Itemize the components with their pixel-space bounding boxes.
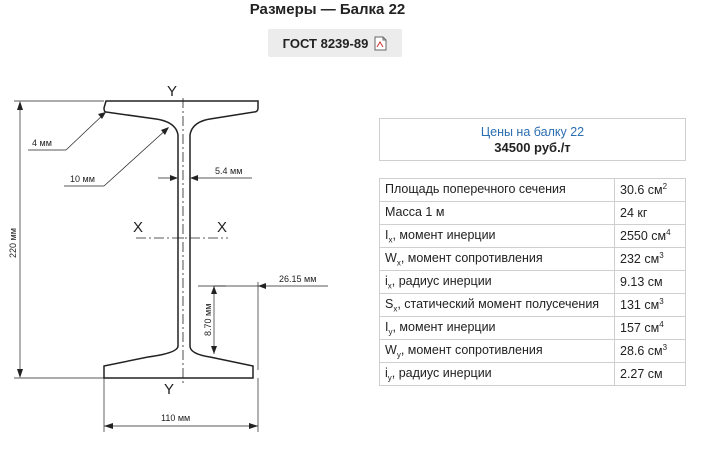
- leader-10mm-arrow: [161, 127, 169, 135]
- document-icon: [374, 36, 387, 50]
- property-value: 157 см4: [614, 316, 686, 340]
- property-name: Масса 1 м: [379, 201, 615, 225]
- table-row: Ix, момент инерции 2550 см4: [379, 224, 686, 248]
- price-box: Цены на балку 22 34500 руб./т: [379, 118, 686, 161]
- beam-section-diagram: Y Y X X 220 мм 110 мм 4 мм 10 мм 5.4 мм …: [8, 83, 328, 432]
- leader-4mm-line: [65, 112, 106, 151]
- property-value: 232 см3: [614, 247, 686, 271]
- table-row: Sx, статический момент полусечения 131 с…: [379, 293, 686, 317]
- dim-26mm-arrow: [258, 283, 266, 289]
- width-arrow-right: [249, 423, 258, 429]
- width-arrow-left: [104, 423, 113, 429]
- property-name: Площадь поперечного сечения: [379, 178, 615, 202]
- property-name: iy, радиус инерции: [379, 362, 615, 386]
- property-name: Iy, момент инерции: [379, 316, 615, 340]
- property-name: Ix, момент инерции: [379, 224, 615, 248]
- table-row: Площадь поперечного сечения 30.6 см2: [379, 178, 686, 202]
- width-dim-label: 110 мм: [161, 413, 190, 423]
- table-row: Масса 1 м 24 кг: [379, 201, 686, 225]
- x-axis-label-right: X: [217, 219, 227, 236]
- property-value: 9.13 см: [614, 270, 686, 294]
- dim-8mm-label: 8.70 мм: [203, 304, 213, 336]
- dim-8mm-arrow-top: [211, 286, 217, 294]
- beam-outline: [103, 100, 259, 379]
- property-value: 131 см3: [614, 293, 686, 317]
- properties-table: Площадь поперечного сечения 30.6 см2 Мас…: [379, 178, 686, 386]
- leader-4mm-label: 4 мм: [32, 138, 52, 148]
- page-title: Размеры — Балка 22: [249, 1, 406, 18]
- price-value: 34500 руб./т: [494, 140, 571, 155]
- height-arrow-top: [17, 101, 23, 110]
- y-axis-label-bottom: Y: [164, 381, 174, 398]
- property-name: Wx, момент сопротивления: [379, 247, 615, 271]
- leader-10mm-label: 10 мм: [70, 174, 95, 184]
- table-row: Iy, момент инерции 157 см4: [379, 316, 686, 340]
- property-name: Wy, момент сопротивления: [379, 339, 615, 363]
- web-dim-label: 5.4 мм: [215, 166, 242, 176]
- property-value: 2550 см4: [614, 224, 686, 248]
- price-link[interactable]: Цены на балку 22: [480, 125, 585, 139]
- property-value: 2.27 см: [614, 362, 686, 386]
- property-value: 24 кг: [614, 201, 686, 225]
- leader-4mm-arrow: [98, 112, 106, 119]
- property-value: 30.6 см2: [614, 178, 686, 202]
- y-axis-label-top: Y: [167, 83, 177, 100]
- table-row: Wx, момент сопротивления 232 см3: [379, 247, 686, 271]
- table-row: iy, радиус инерции 2.27 см: [379, 362, 686, 386]
- property-value: 28.6 см3: [614, 339, 686, 363]
- x-axis-label-left: X: [133, 219, 143, 236]
- property-name: ix, радиус инерции: [379, 270, 615, 294]
- table-row: ix, радиус инерции 9.13 см: [379, 270, 686, 294]
- gost-document-button[interactable]: ГОСТ 8239-89: [268, 29, 402, 57]
- gost-label: ГОСТ 8239-89: [282, 35, 369, 51]
- web-arrow-left: [170, 175, 178, 181]
- dim-26mm-label: 26.15 мм: [279, 274, 316, 284]
- table-row: Wy, момент сопротивления 28.6 см3: [379, 339, 686, 363]
- height-arrow-bottom: [17, 369, 23, 378]
- web-arrow-right: [190, 175, 198, 181]
- property-name: Sx, статический момент полусечения: [379, 293, 615, 317]
- leader-10mm-line: [103, 127, 169, 187]
- height-dim-label: 220 мм: [8, 228, 18, 258]
